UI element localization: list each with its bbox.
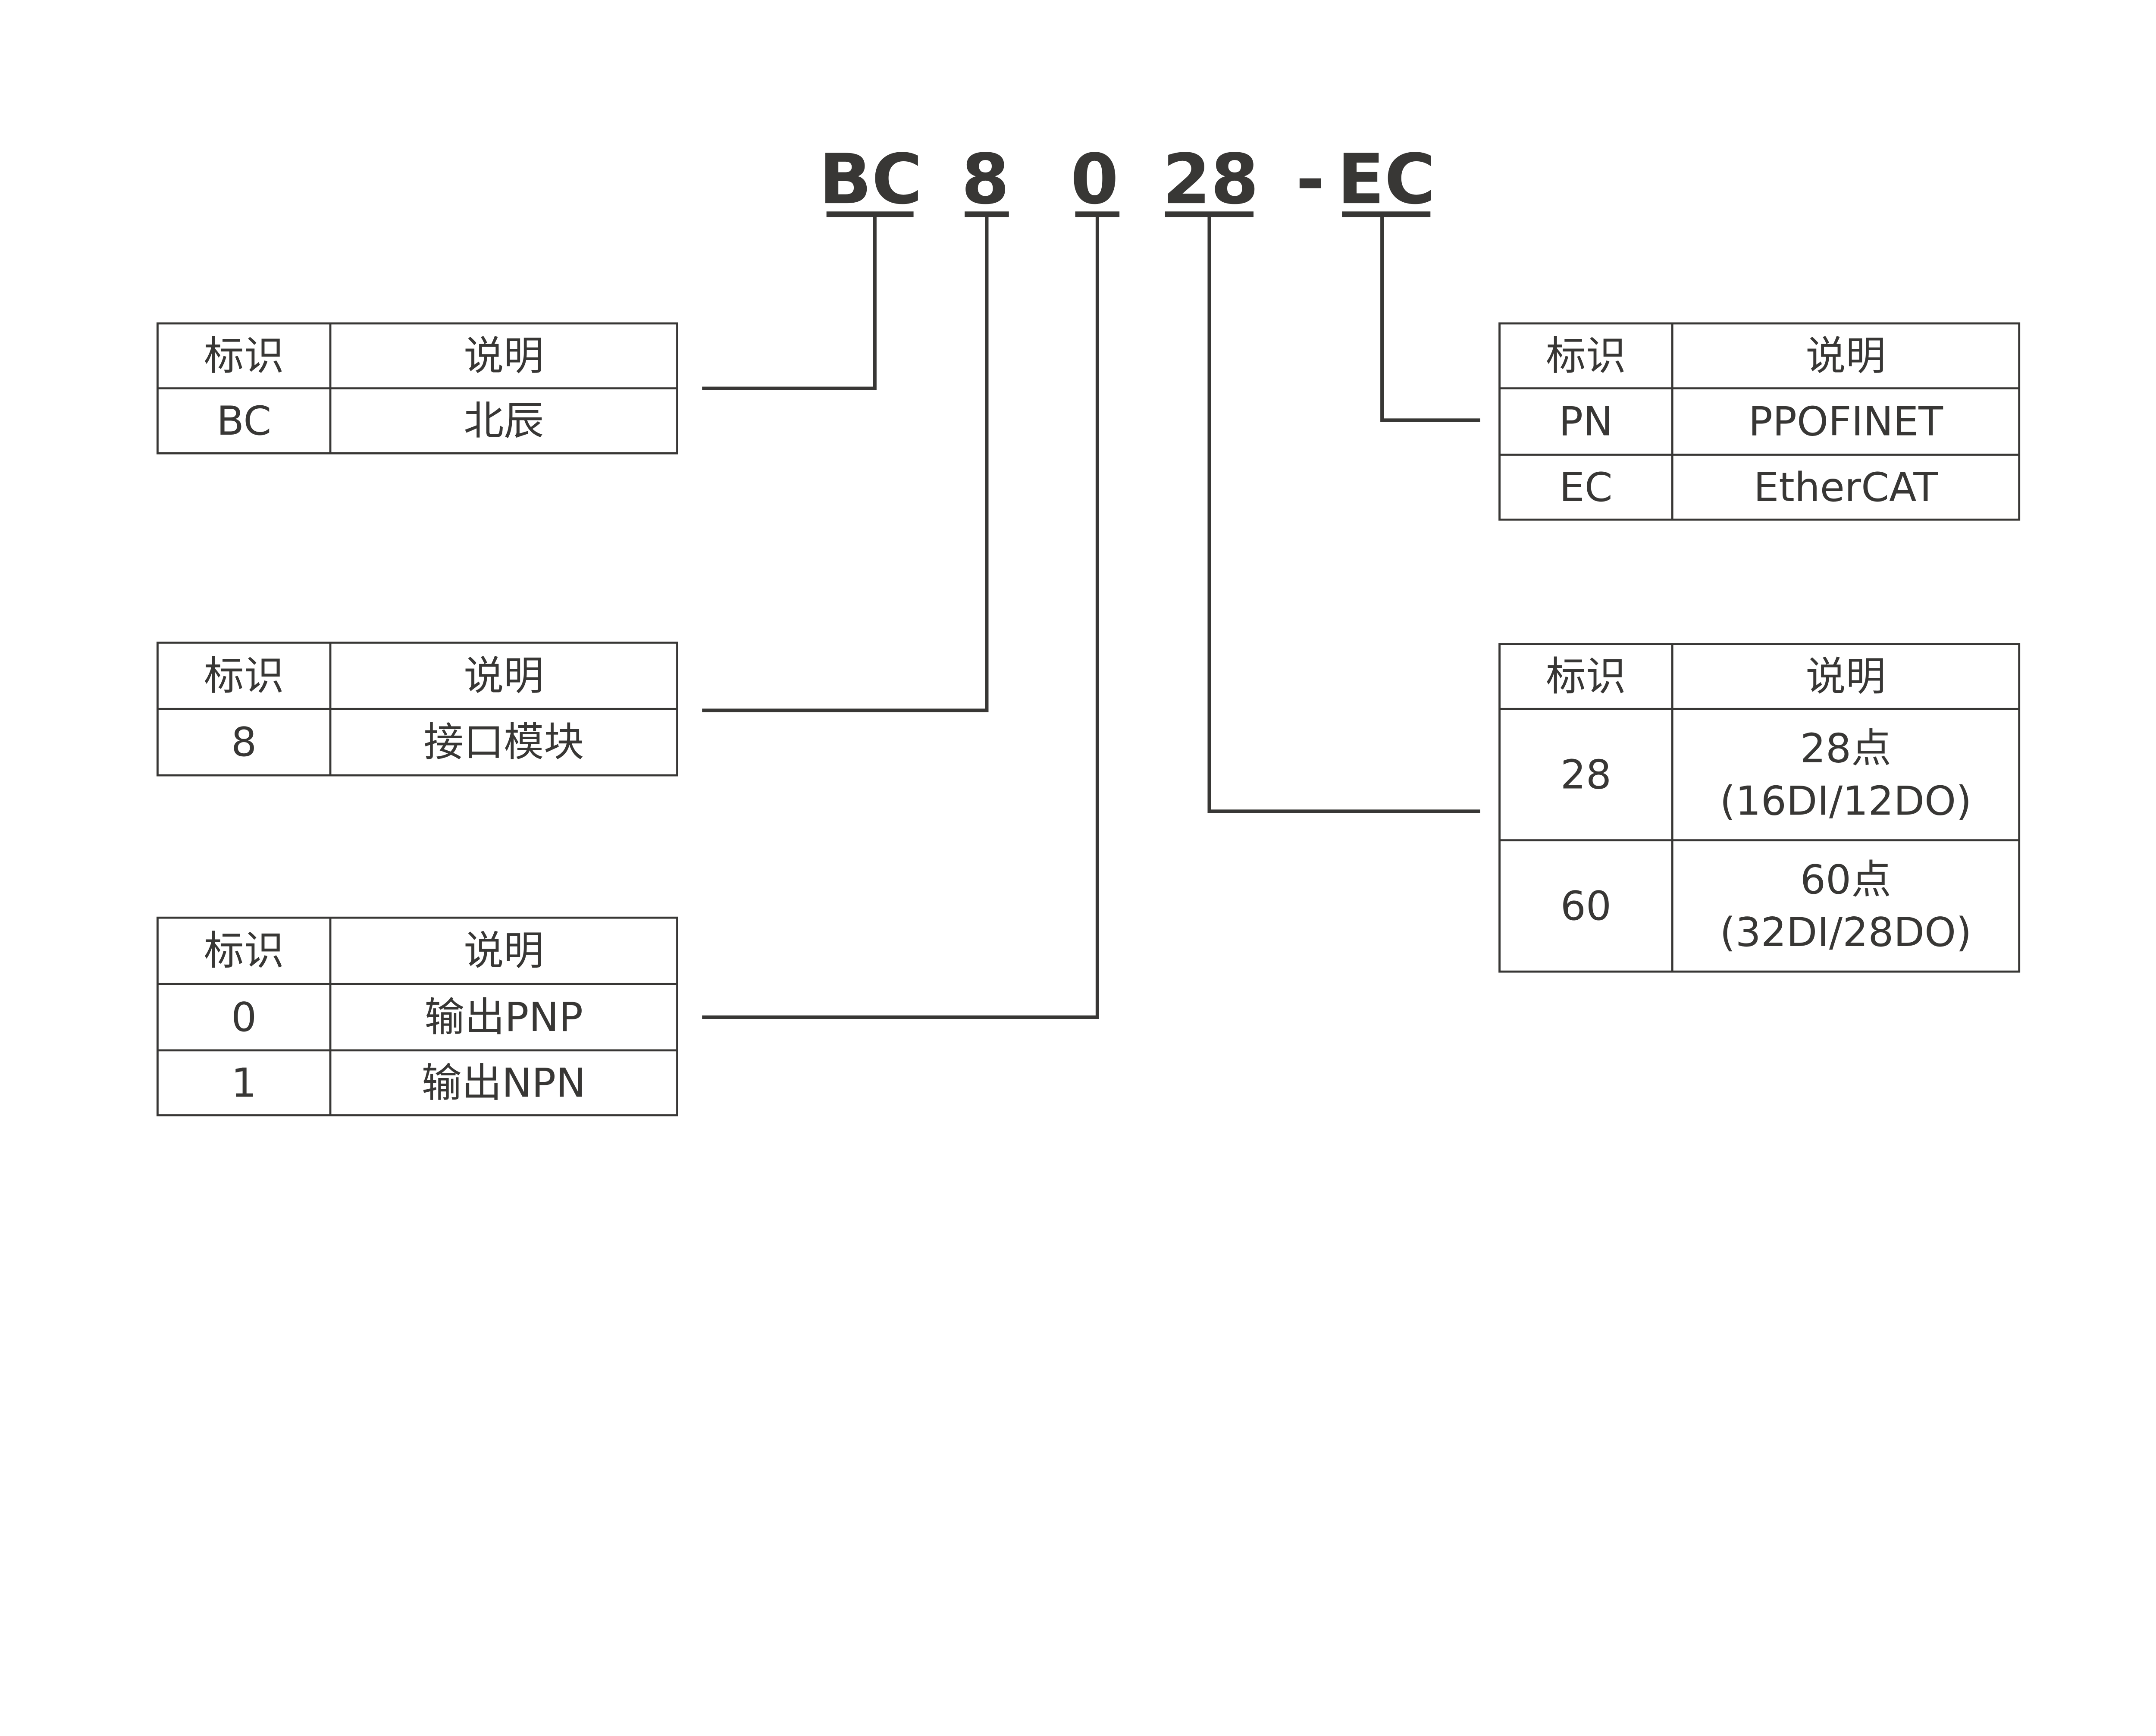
leader-output: [702, 214, 1099, 1019]
cell-desc: PPOFINET: [1749, 398, 1943, 445]
cell-desc: 输出PNP: [425, 994, 583, 1040]
cell-id: 0: [231, 994, 257, 1040]
header-desc: 说明: [1806, 332, 1886, 379]
code-brand: BC: [819, 139, 922, 219]
header-id: 标识: [204, 928, 284, 974]
code-dash: -: [1296, 139, 1325, 219]
table-row: 1 输出NPN: [231, 1059, 586, 1106]
header-desc: 说明: [464, 928, 544, 974]
cell-desc: (32DI/28DO): [1720, 909, 1971, 956]
table-row: PN PPOFINET: [1559, 398, 1943, 445]
cell-desc: 输出NPN: [422, 1059, 586, 1106]
header-id: 标识: [1546, 332, 1626, 379]
table-row: 0 输出PNP: [231, 994, 583, 1040]
header-desc: 说明: [1806, 653, 1886, 700]
table-row: BC 北辰: [216, 398, 544, 444]
table-border: [156, 916, 678, 1116]
model-code: BC 8 0 28 - EC: [819, 139, 1435, 219]
leader-bus: [1380, 214, 1480, 422]
cell-id: 8: [231, 719, 257, 765]
table-brand: 标识 说明 BC 北辰: [156, 322, 678, 454]
leader-module: [702, 214, 989, 712]
table-header: 标识 说明: [204, 332, 544, 379]
leader-brand: [702, 214, 877, 390]
table-header: 标识 说明: [204, 652, 544, 699]
header-id: 标识: [204, 652, 284, 699]
code-bus: EC: [1337, 139, 1435, 219]
table-points: 标识 说明 28 28点 (16DI/12DO) 60 60点 (32DI/28DO): [1498, 643, 2021, 973]
leader-points: [1207, 214, 1480, 813]
code-module: 8: [961, 139, 1009, 219]
code-points: 28: [1163, 139, 1259, 219]
cell-id: BC: [216, 398, 271, 444]
connectors: [702, 211, 1480, 1019]
cell-id: 28: [1561, 752, 1611, 798]
cell-id: EC: [1559, 464, 1613, 511]
table-header: 标识 说明: [1546, 332, 1886, 379]
header-desc: 说明: [464, 332, 544, 379]
table-row: EC EtherCAT: [1559, 464, 1938, 511]
cell-desc: 60点: [1800, 856, 1891, 903]
table-row: 60 60点 (32DI/28DO): [1561, 856, 1972, 956]
cell-desc: 28点: [1800, 725, 1891, 772]
cell-desc: EtherCAT: [1754, 464, 1939, 511]
header-id: 标识: [204, 332, 284, 379]
table-header: 标识 说明: [204, 928, 544, 974]
cell-id: 60: [1561, 883, 1611, 929]
table-header: 标识 说明: [1546, 653, 1886, 700]
table-module: 标识 说明 8 接口模块: [156, 641, 678, 777]
table-row: 28 28点 (16DI/12DO): [1561, 725, 1972, 824]
table-border: [1498, 643, 2021, 973]
cell-desc: 北辰: [464, 398, 544, 444]
table-bus: 标识 说明 PN PPOFINET EC EtherCAT: [1498, 322, 2021, 521]
table-output: 标识 说明 0 输出PNP 1 输出NPN: [156, 916, 678, 1116]
cell-id: PN: [1559, 398, 1613, 445]
table-border: [1498, 322, 2021, 521]
cell-id: 1: [231, 1059, 257, 1106]
header-id: 标识: [1546, 653, 1626, 700]
cell-desc: 接口模块: [423, 719, 584, 765]
code-output: 0: [1071, 139, 1119, 219]
header-desc: 说明: [464, 652, 544, 699]
cell-desc: (16DI/12DO): [1720, 777, 1971, 824]
table-row: 8 接口模块: [231, 719, 584, 765]
